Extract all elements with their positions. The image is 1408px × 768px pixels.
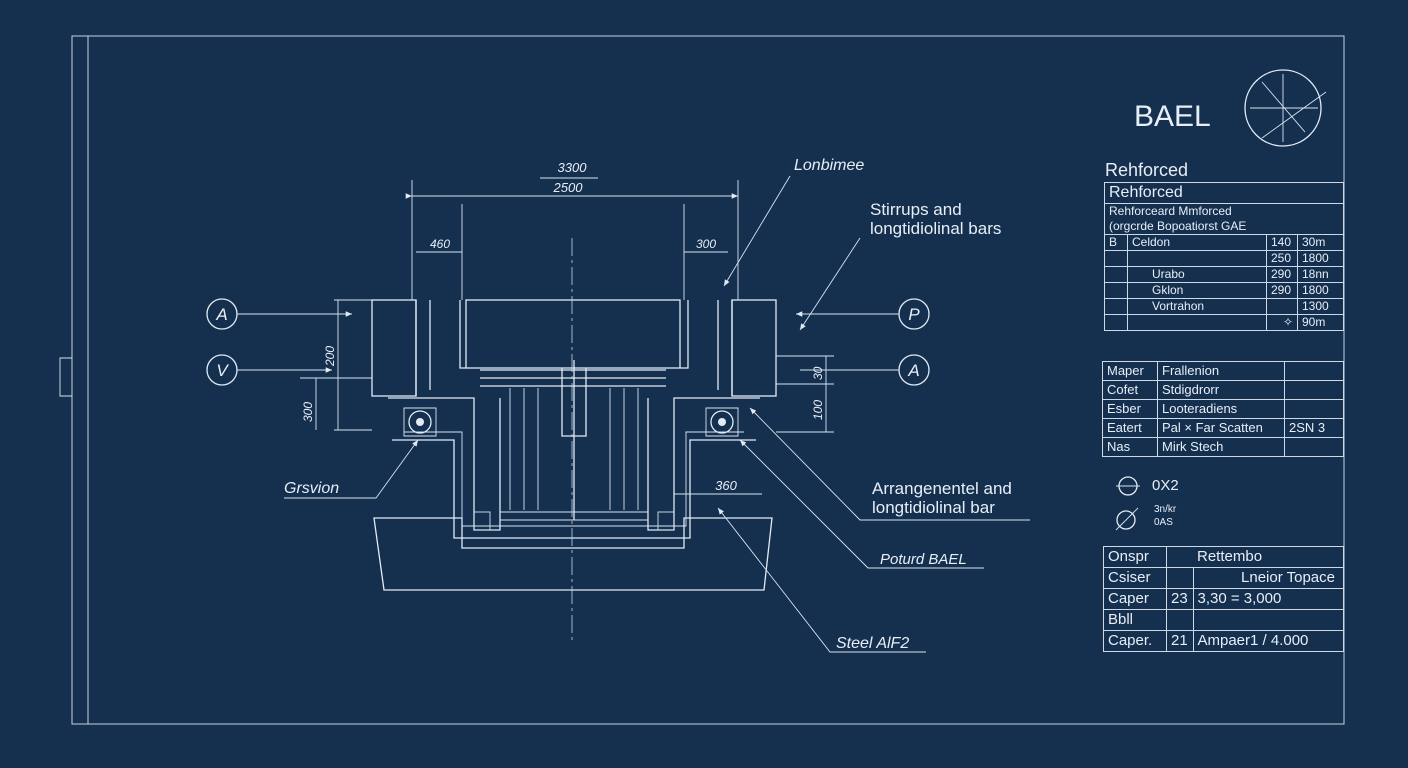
dim-right-small: 300 [696, 237, 716, 251]
callout-labels: Lonbimee Stirrups and longtidiolinal bar… [284, 157, 1012, 652]
sheet-frame [59, 35, 1345, 725]
marker-label: A [215, 305, 227, 324]
label-stirrups-1: Stirrups and [870, 200, 962, 219]
logo-text: BAEL [1134, 100, 1211, 133]
marker-label: A [907, 361, 919, 380]
label-arrangement-2: longtidiolinal bar [872, 498, 995, 517]
label-stirrups-2: longtidiolinal bars [870, 219, 1001, 238]
dim-right-vert2: 100 [811, 400, 825, 420]
spec-subline: Rehforceard Mmforced [1104, 203, 1344, 219]
left-wall-concrete [371, 299, 417, 397]
dim-left-vert1: 200 [323, 346, 337, 367]
dimension-lines [300, 177, 834, 495]
dimension-texts: 3300 2500 460 300 200 300 30 100 360 [301, 160, 825, 493]
dim-left-small: 460 [430, 237, 450, 251]
dim-right-vert1: 30 [811, 366, 825, 380]
marker-label: V [216, 361, 229, 380]
symbol-text: 3n/kr [1154, 504, 1177, 515]
callout-leaders [284, 175, 1030, 653]
label-steel: Steel AlF2 [836, 635, 909, 652]
specification-table: Rehforced Rehforceard Mmforced (orgcrde … [1104, 182, 1344, 331]
title-heading: Rehforced [1105, 160, 1189, 180]
label-poured: Poturd BAEL [880, 551, 967, 568]
dim-top-inner: 2500 [553, 180, 584, 195]
spec-subline: (orgcrde Bopoatiorst GAE [1104, 219, 1344, 235]
table-row: Bbll [1103, 609, 1344, 631]
dim-left-vert2: 300 [301, 402, 315, 422]
footing-concrete [373, 517, 773, 591]
reinforcement-lines [388, 300, 760, 539]
symbol-text: 0X2 [1152, 477, 1179, 494]
diameter-slash-icon [1116, 510, 1136, 530]
table-row: B Celdon 140 30m [1104, 234, 1344, 251]
symbol-icons [1115, 476, 1140, 531]
symbol-text: 0AS [1154, 517, 1173, 528]
label-longitudinal: Lonbimee [794, 157, 864, 174]
right-wall-concrete [731, 299, 777, 397]
dim-bottom-right: 360 [715, 478, 737, 493]
section-marker-group: A V P A [206, 298, 930, 386]
slab-concrete [465, 299, 681, 369]
dim-top-outer: 3300 [558, 160, 588, 175]
marker-label: P [908, 305, 920, 324]
table-row: ✧90m [1104, 314, 1344, 331]
bael-logo: BAEL [1134, 69, 1327, 147]
spec-header: Rehforced [1104, 182, 1344, 204]
label-arrangement-1: Arrangenentel and [872, 479, 1012, 498]
label-gravation: Grsvion [284, 480, 339, 497]
